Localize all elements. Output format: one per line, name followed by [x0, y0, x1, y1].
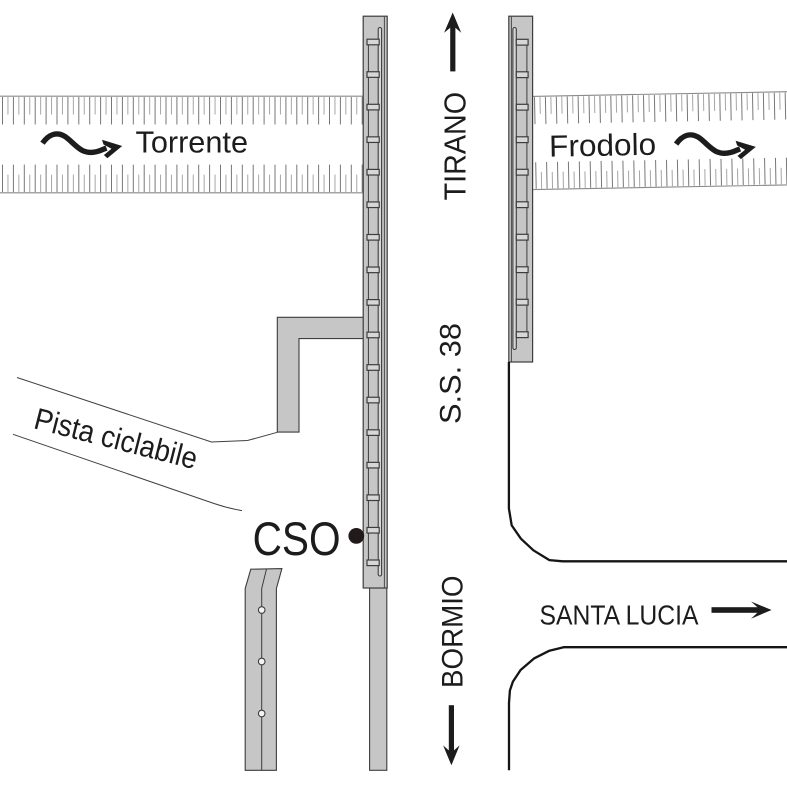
svg-text:S.S. 38: S.S. 38: [434, 323, 467, 424]
svg-text:BORMIO: BORMIO: [436, 576, 469, 689]
svg-text:Frodolo: Frodolo: [549, 128, 657, 164]
svg-text:Torrente: Torrente: [136, 125, 249, 159]
svg-text:SANTA LUCIA: SANTA LUCIA: [540, 599, 700, 630]
svg-text:CSO: CSO: [253, 513, 341, 566]
svg-text:TIRANO: TIRANO: [438, 92, 472, 201]
